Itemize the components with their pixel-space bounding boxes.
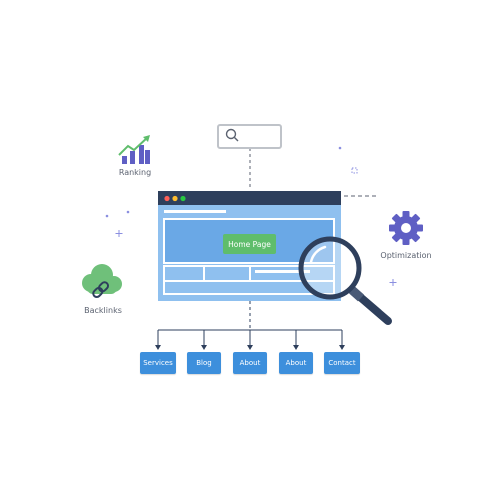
- optimization-label: Optimization: [380, 251, 432, 260]
- nav-item-blog[interactable]: Blog: [187, 352, 221, 374]
- ranking-label: Ranking: [118, 168, 152, 177]
- search-bar: [217, 124, 282, 149]
- window-close-dot: [164, 195, 170, 202]
- trend-chart-icon: [118, 135, 150, 164]
- nav-item-about[interactable]: About: [233, 352, 267, 374]
- nav-item-contact[interactable]: Contact: [324, 352, 360, 374]
- search-icon: [225, 128, 239, 142]
- nav-arrowheads: [155, 345, 345, 350]
- magnifier-icon: [298, 236, 392, 325]
- backlinks-label: Backlinks: [84, 306, 122, 315]
- gear-icon: [389, 211, 423, 245]
- link-cloud-icon: [82, 264, 122, 299]
- window-minimize-dot: [172, 195, 178, 202]
- window-maximize-dot: [180, 195, 186, 202]
- nav-connectors: [157, 301, 343, 346]
- nav-item-services[interactable]: Services: [140, 352, 176, 374]
- nav-item-about-2[interactable]: About: [279, 352, 313, 374]
- home-page-button[interactable]: Home Page: [223, 234, 276, 254]
- decorative-sparkles: [105, 146, 397, 286]
